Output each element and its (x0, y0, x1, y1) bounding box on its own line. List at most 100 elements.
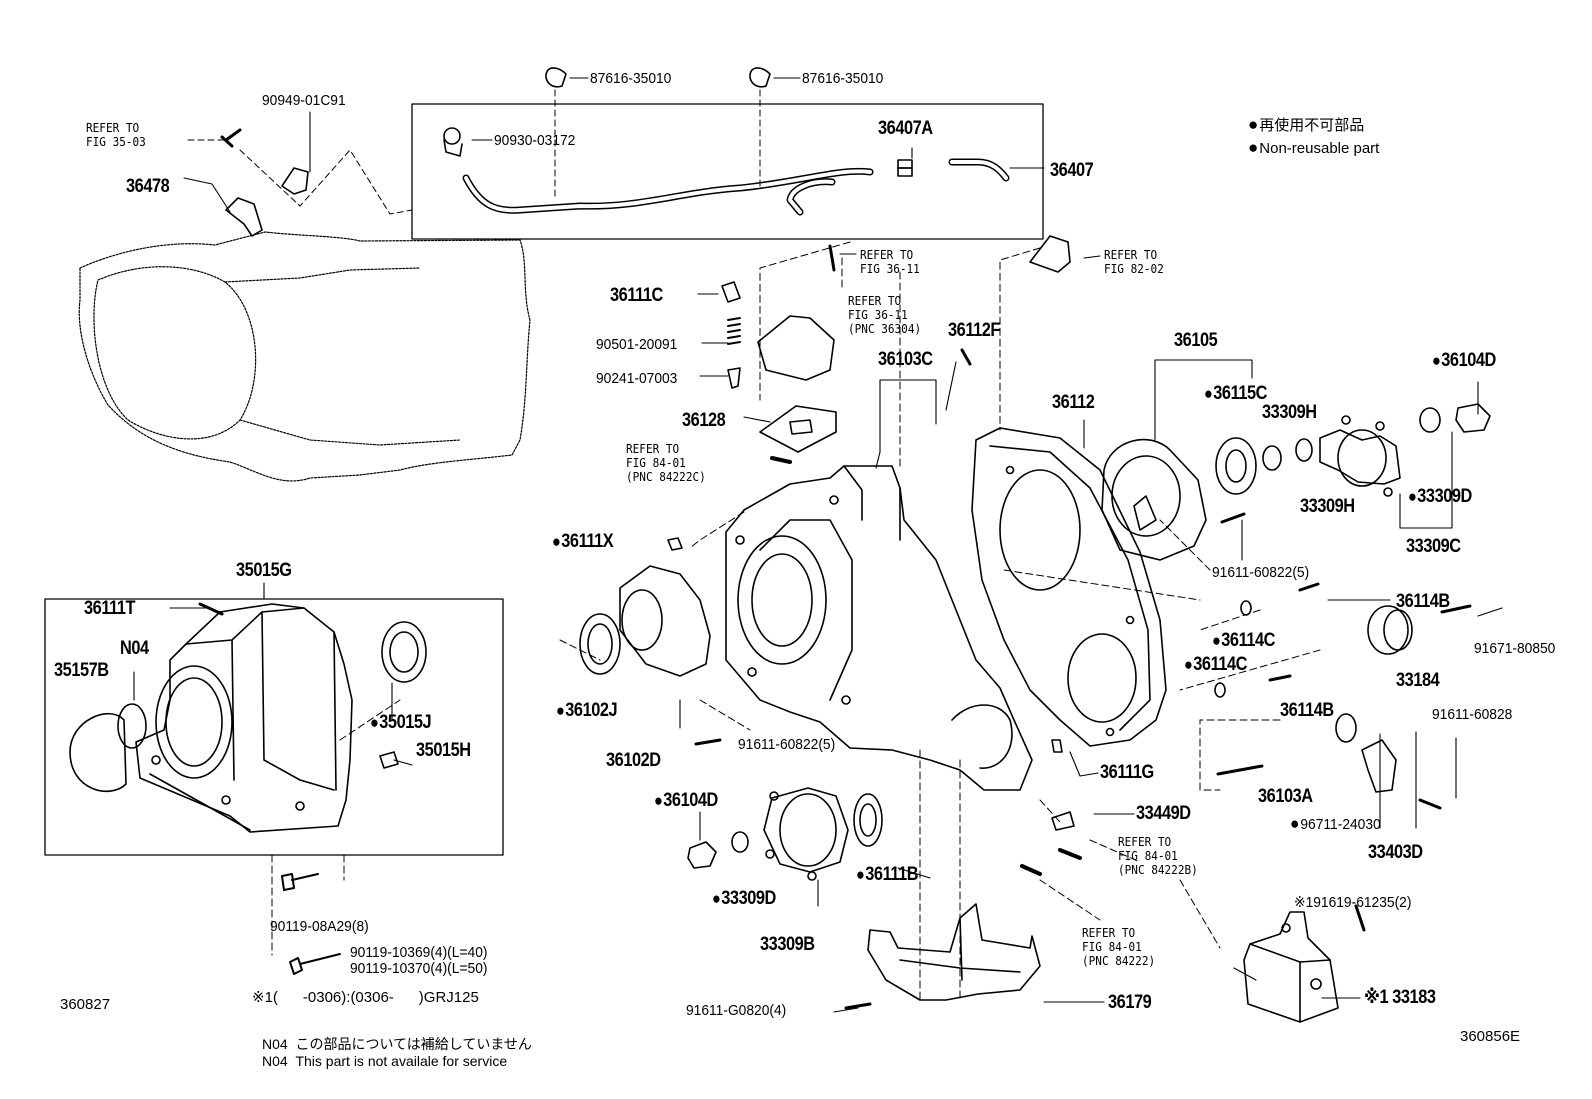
legend-en: Non-reusable part (1259, 140, 1380, 157)
callout-refer-84-01-c[interactable]: REFER TO FIG 84-01 (PNC 84222) (1082, 926, 1156, 968)
seal-35157B (69, 713, 127, 793)
callout-36115C[interactable]: 36115C (1204, 383, 1267, 405)
callout-36102J[interactable]: 36102J (556, 700, 617, 722)
grade-note: ※1( -0306):(0306- )GRJ125 (252, 989, 479, 1006)
callout-90241[interactable]: 90241-07003 (596, 370, 678, 387)
bolt-36114B-a (1298, 582, 1320, 592)
callout-90949[interactable]: 90949-01C91 (262, 92, 346, 109)
nut-36104D-r (1455, 403, 1491, 433)
footnote-jp: この部品については補給していません (295, 1036, 532, 1052)
callout-36102D[interactable]: 36102D (606, 750, 661, 771)
callout-91611-60822-l[interactable]: 91611-60822(5) (738, 736, 836, 753)
callout-33309H-a[interactable]: 33309H (1262, 402, 1317, 423)
washer-36114C-b (1214, 682, 1226, 698)
callout-33309H-b[interactable]: 33309H (1300, 496, 1355, 517)
breather-84-01c (1020, 864, 1042, 876)
callout-33183[interactable]: ※1 33183 (1364, 987, 1436, 1008)
callout-87616-a[interactable]: 87616-35010 (590, 70, 672, 87)
illustration-id-left: 360827 (60, 996, 111, 1013)
footnote-code-jp: N04 (262, 1036, 288, 1052)
footnote-code-en: N04 (262, 1053, 288, 1069)
callout-refer-35-03[interactable]: REFER TO FIG 35-03 (86, 121, 146, 149)
bracket-36179 (867, 903, 1041, 1001)
washer-33309H-a (1262, 445, 1282, 471)
callout-36128[interactable]: 36128 (682, 410, 726, 431)
oil-seal-35015J (381, 621, 427, 683)
bolt-refer-36-11 (828, 244, 836, 272)
callout-36104D-rear[interactable]: 36104D (1432, 350, 1496, 372)
callout-90930[interactable]: 90930-03172 (494, 132, 576, 149)
footnote-en: This part is not availale for service (295, 1053, 508, 1069)
callout-36111B[interactable]: 36111B (856, 864, 918, 886)
pin-36111T (198, 602, 224, 616)
callout-33309D-front[interactable]: 33309D (712, 888, 776, 910)
callout-36407[interactable]: 36407 (1050, 160, 1094, 181)
callout-36112F[interactable]: 36112F (948, 320, 1000, 341)
callout-36114C-b[interactable]: 36114C (1184, 654, 1247, 676)
callout-90119-08A29[interactable]: 90119-08A29(8) (270, 918, 369, 935)
callout-35015H[interactable]: 35015H (416, 740, 471, 761)
callout-refer-84-01-a[interactable]: REFER TO FIG 84-01 (PNC 84222C) (626, 442, 706, 484)
bearing-36115C (1215, 437, 1257, 495)
callout-36114C-a[interactable]: 36114C (1212, 630, 1275, 652)
non-reusable-marker-icon (1248, 117, 1259, 134)
extension-housing (135, 603, 353, 833)
bracket-36478 (225, 197, 263, 237)
callout-91671[interactable]: 91671-80850 (1474, 640, 1556, 657)
illustration-id-right: 360856E (1460, 1028, 1521, 1045)
callout-36111C[interactable]: 36111C (610, 285, 663, 306)
callout-33403D[interactable]: 33403D (1368, 842, 1423, 863)
callout-36114B-a[interactable]: 36114B (1396, 591, 1450, 612)
callout-refer-36-11-a[interactable]: REFER TO FIG 36-11 (860, 248, 920, 276)
plug-33449D (1051, 811, 1075, 831)
callout-33309C[interactable]: 33309C (1406, 536, 1461, 557)
callout-36111T[interactable]: 36111T (84, 598, 136, 619)
legend: 再使用不可部品 Non-reusable part (1248, 114, 1379, 160)
callout-90119-10370[interactable]: 90119-10370(4)(L=50) (350, 960, 488, 977)
bolt-36114B-b (1268, 674, 1292, 682)
oring-96711 (1335, 713, 1357, 743)
callout-91619[interactable]: ※191619-61235(2) (1294, 894, 1412, 911)
callout-35157B[interactable]: 35157B (54, 660, 109, 681)
callout-36179[interactable]: 36179 (1108, 992, 1152, 1013)
plug-36111G (1051, 739, 1063, 753)
breather-84-01a (770, 456, 792, 464)
callout-91611-60828[interactable]: 91611-60828 (1432, 706, 1513, 723)
callout-N04[interactable]: N04 (120, 638, 149, 659)
callout-90119-10369[interactable]: 90119-10369(4)(L=40) (350, 944, 488, 961)
callout-refer-36-11-b[interactable]: REFER TO FIG 36-11 (PNC 36304) (848, 294, 922, 336)
callout-90501[interactable]: 90501-20091 (596, 336, 678, 353)
legend-jp: 再使用不可部品 (1259, 117, 1365, 134)
callout-87616-b[interactable]: 87616-35010 (802, 70, 884, 87)
callout-33449D[interactable]: 33449D (1136, 803, 1191, 824)
transfer-top-cover (757, 315, 835, 381)
callout-refer-82-02[interactable]: REFER TO FIG 82-02 (1104, 248, 1164, 276)
bolt-36103A (1216, 764, 1264, 776)
non-reusable-marker-icon (1248, 140, 1259, 157)
callout-36407A[interactable]: 36407A (878, 118, 933, 139)
clamp-90949 (281, 167, 309, 195)
callout-91611-G0820[interactable]: 91611-G0820(4) (686, 1002, 787, 1019)
callout-91611-60822-r[interactable]: 91611-60822(5) (1212, 564, 1310, 581)
callout-36103C[interactable]: 36103C (878, 349, 933, 370)
callout-36478[interactable]: 36478 (126, 176, 170, 197)
callout-36104D-front[interactable]: 36104D (654, 790, 718, 812)
plug-36111C (721, 281, 741, 303)
callout-36114B-b[interactable]: 36114B (1280, 700, 1334, 721)
callout-33309B[interactable]: 33309B (760, 934, 815, 955)
callout-36111X[interactable]: 36111X (552, 531, 613, 553)
oring-N04 (117, 703, 147, 749)
callout-35015G[interactable]: 35015G (236, 560, 292, 581)
callout-36105[interactable]: 36105 (1174, 330, 1218, 351)
callout-35015J[interactable]: 35015J (370, 712, 431, 734)
bracket-82-02 (1029, 235, 1071, 273)
callout-33309D-rear[interactable]: 33309D (1408, 486, 1472, 508)
callout-refer-84-01-b[interactable]: REFER TO FIG 84-01 (PNC 84222B) (1118, 835, 1198, 877)
callout-33184[interactable]: 33184 (1396, 670, 1440, 691)
bolt-91611-60828 (1418, 798, 1442, 810)
callout-96711[interactable]: 96711-24030 (1290, 814, 1380, 834)
callout-36103A[interactable]: 36103A (1258, 786, 1313, 807)
callout-36112[interactable]: 36112 (1052, 392, 1095, 413)
callout-36111G[interactable]: 36111G (1100, 762, 1154, 783)
